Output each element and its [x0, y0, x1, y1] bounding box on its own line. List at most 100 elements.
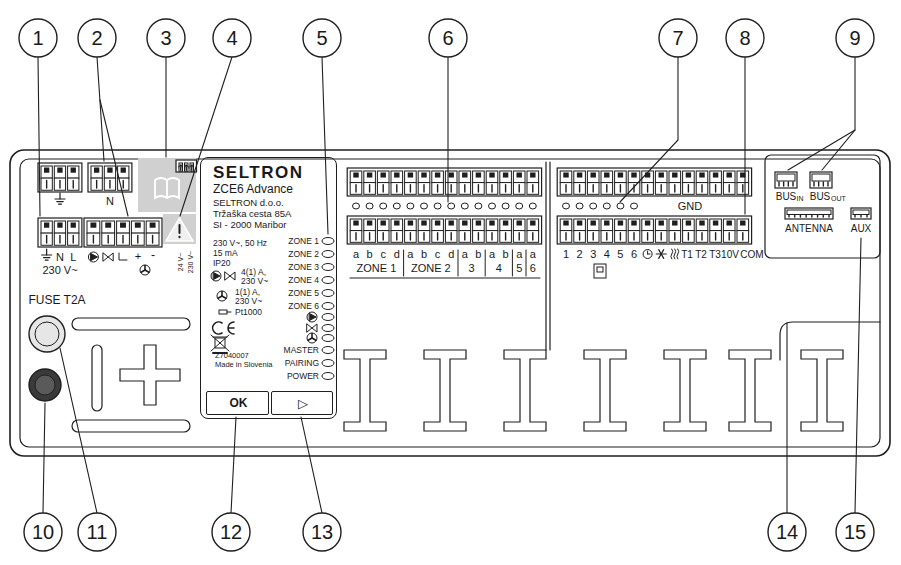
sensor-lead	[227, 312, 231, 313]
earth-terminal-block	[38, 163, 82, 192]
screw-slot	[620, 233, 621, 240]
connector-body	[775, 172, 797, 188]
screw-slot	[491, 185, 492, 192]
terminal-opening	[500, 171, 512, 183]
terminal-opening	[615, 219, 627, 231]
callout-number: 5	[316, 27, 327, 49]
connector-pin	[788, 216, 789, 218]
label-panel: SELTRONZCE6 AdvanceSELTRON d.o.o.Tržaška…	[200, 157, 337, 419]
terminal-opening	[486, 171, 498, 183]
screw-slot	[355, 185, 356, 192]
terminal-slot	[658, 221, 663, 226]
pump-circle	[88, 252, 98, 262]
terminal-opening	[710, 171, 722, 183]
terminal-slot	[476, 221, 481, 226]
screw-slot	[423, 233, 424, 240]
fuse-cap	[35, 322, 59, 346]
terminal-opening	[574, 219, 586, 231]
zone-led	[502, 203, 509, 209]
status-led	[322, 290, 334, 297]
connector-pin	[794, 216, 795, 218]
zone-group-label: ZONE 2	[411, 262, 451, 274]
terminal-slot	[121, 168, 126, 173]
cable-clip	[344, 350, 386, 431]
communication-section	[765, 155, 880, 258]
terminal-slot	[435, 221, 440, 226]
terminal-slot	[394, 221, 399, 226]
zone-led	[489, 203, 496, 209]
screw-slot	[46, 180, 47, 188]
fan-blade	[218, 296, 222, 298]
terminal-slot	[686, 221, 691, 226]
auxiliary-terminal	[176, 160, 197, 172]
screw-slot	[674, 233, 675, 240]
input-terminal-block	[557, 216, 751, 244]
screw-slot	[137, 235, 138, 243]
screw-slot	[93, 235, 94, 243]
rating: 15 mA	[213, 249, 238, 258]
terminal-opening	[459, 171, 471, 183]
screw-slot	[647, 185, 648, 192]
callout-number: 7	[672, 27, 683, 49]
screw-slot	[59, 180, 60, 188]
leader-line	[786, 323, 787, 513]
terminal-screw	[683, 231, 695, 243]
origin: Made in Slovenia	[215, 361, 273, 369]
heat-wave	[674, 249, 676, 259]
terminal-screw	[723, 183, 735, 195]
terminal-label: N	[56, 251, 64, 263]
terminal-slot	[408, 173, 413, 178]
screw-slot	[715, 233, 716, 240]
screw-slot	[355, 233, 356, 240]
terminal-letter: a	[489, 248, 495, 260]
connector-pin	[788, 182, 789, 186]
leader-line	[744, 57, 745, 214]
next-button: ▷	[271, 391, 333, 415]
rating: 230 V~, 50 Hz	[213, 239, 267, 248]
terminal-screw	[391, 183, 403, 195]
terminal-opening	[391, 171, 403, 183]
input-terminal-block	[557, 168, 751, 196]
terminal-slot	[740, 221, 745, 226]
valve-symbol	[225, 272, 235, 280]
connector-pin	[823, 182, 824, 186]
fuse-label: FUSE T2A	[28, 294, 85, 307]
terminal-slot	[726, 173, 731, 178]
screw-slot	[742, 185, 743, 192]
terminal-opening	[669, 219, 681, 231]
terminal-screw	[190, 166, 194, 171]
terminal-screw	[405, 231, 417, 243]
terminal-slot	[577, 221, 582, 226]
terminal-slot	[672, 221, 677, 226]
terminal-slot	[394, 173, 399, 178]
terminal-opening	[527, 171, 539, 183]
terminal-slot	[658, 173, 663, 178]
polarity-label: -	[151, 249, 155, 262]
terminal-screw	[41, 178, 52, 190]
group-separator	[403, 250, 404, 276]
screw-slot	[729, 233, 730, 240]
terminal-slot	[421, 173, 426, 178]
terminal-opening	[459, 219, 471, 231]
terminal-opening	[102, 221, 115, 233]
terminal-slot	[516, 221, 521, 226]
terminal-slot	[435, 173, 440, 178]
heat-wave	[677, 249, 679, 259]
terminal-slot	[367, 221, 372, 226]
status-led	[322, 264, 334, 271]
zone-group-label: 3	[469, 262, 475, 274]
terminal-block-body	[557, 216, 751, 244]
terminal-label: N	[106, 195, 114, 207]
terminal-slot	[150, 223, 156, 228]
terminal-label: 10V	[721, 249, 739, 260]
terminal-slot	[604, 173, 609, 178]
terminal-opening	[683, 171, 695, 183]
terminal-opening	[418, 219, 430, 231]
valve-body	[225, 272, 235, 280]
screw-slot	[505, 185, 506, 192]
zone-led	[380, 203, 387, 209]
callout-number: 9	[849, 27, 860, 49]
terminal-opening	[473, 171, 485, 183]
terminal-slot	[631, 221, 636, 226]
led-label: MASTER	[284, 346, 319, 355]
